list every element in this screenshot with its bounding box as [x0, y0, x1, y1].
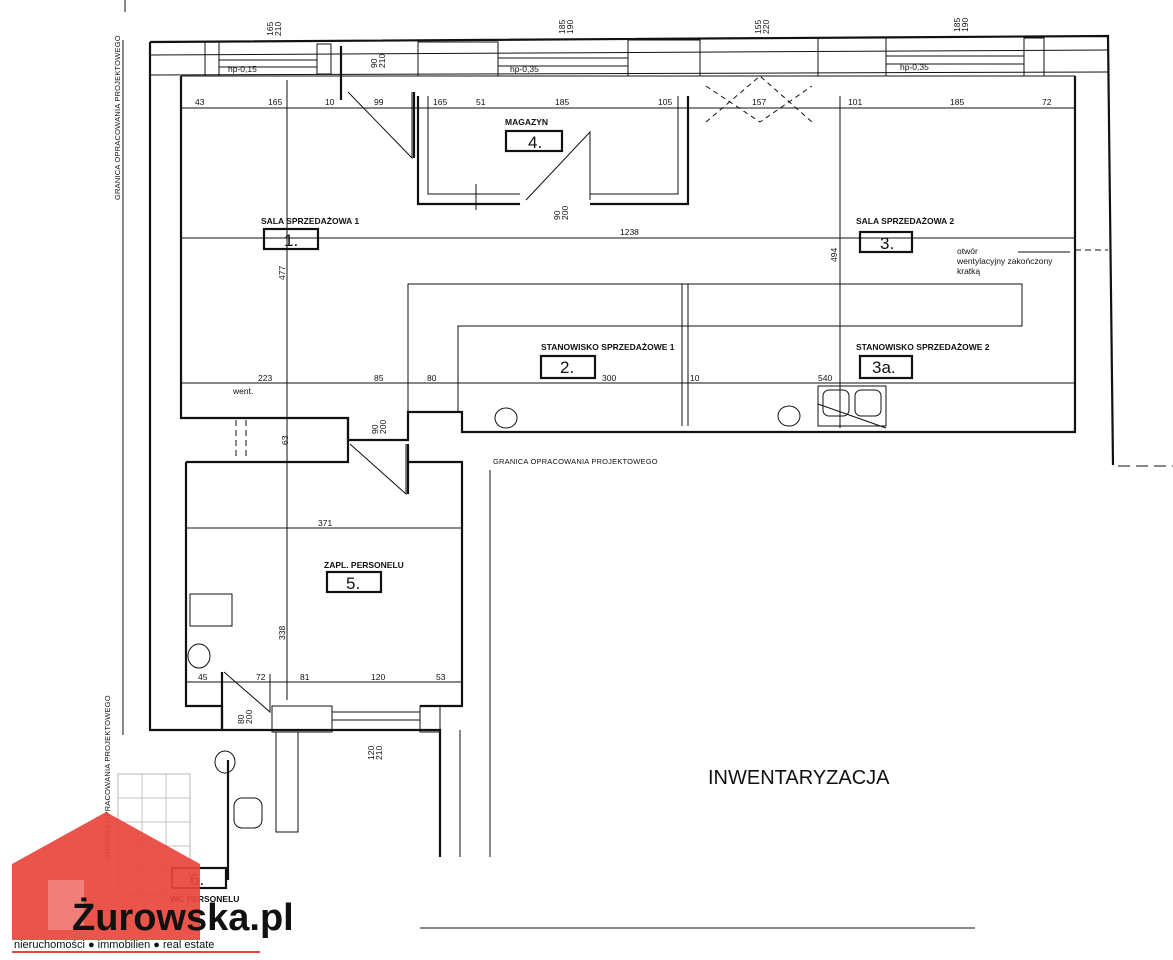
opening-3: 155220: [753, 20, 771, 34]
sill-2: hp-0,35: [900, 62, 929, 72]
opening-4-b: 190: [960, 18, 970, 32]
door-wc-a: 80: [236, 714, 246, 724]
logo-house-icon: [12, 812, 200, 940]
room-4-number: 4.: [528, 133, 542, 152]
dim-width-371: 371: [318, 518, 332, 528]
boundary-label-left: GRANICA OPRACOWANIA PROJEKTOWEGO: [113, 35, 122, 200]
dim-mid-2: 80: [427, 373, 437, 383]
dim-top-8: 157: [752, 97, 766, 107]
window-bottom-b: 210: [374, 746, 384, 760]
opening-3-a: 155: [753, 20, 763, 34]
dim-left-63: 63: [280, 435, 290, 445]
dim-top-0: 43: [195, 97, 205, 107]
room-5-number: 5.: [346, 574, 360, 593]
outer-walls: [122, 34, 1173, 857]
room-3-name: SALA SPRZEDAŻOWA 2: [856, 216, 954, 226]
dim-mid-3: 300: [602, 373, 616, 383]
room-2-name: STANOWISKO SPRZEDAŻOWE 1: [541, 342, 675, 352]
interior-walls: [179, 75, 1108, 442]
opening-0: 165210: [265, 22, 283, 36]
dimension-lines: [181, 80, 1075, 700]
door-magazyn-b: 200: [560, 206, 570, 220]
boundary-label-right: GRANICA OPRACOWANIA PROJEKTOWEGO: [493, 457, 658, 466]
door-magazyn-a: 90: [552, 210, 562, 220]
boundary-label-bottom: GRANICA OPRACOWANIA PROJEKTOWEGO: [103, 695, 112, 860]
dim-top-11: 72: [1042, 97, 1052, 107]
opening-0-a: 165: [265, 22, 275, 36]
door-staff-b: 200: [378, 420, 388, 434]
room-6-name: WC PERSONELU: [170, 894, 239, 904]
dim-mid-0: 223: [258, 373, 272, 383]
dim-mid-4: 10: [690, 373, 700, 383]
opening-2-b: 190: [565, 20, 575, 34]
drawing-title: INWENTARYZACJA: [708, 767, 890, 789]
room-2-number: 2.: [560, 358, 574, 377]
room-3a-number: 3a.: [872, 358, 896, 377]
dim-bottom-3: 120: [371, 672, 385, 682]
room-5-name: ZAPL. PERSONELU: [324, 560, 404, 570]
opening-1-a: 90: [369, 58, 379, 68]
opening-3-b: 220: [761, 20, 771, 34]
door-wc: 80200: [236, 710, 254, 724]
door-staff-a: 90: [370, 424, 380, 434]
went-label: went.: [232, 386, 253, 396]
dim-top-6: 185: [555, 97, 569, 107]
dim-top-5: 51: [476, 97, 486, 107]
sill-1: hp-0,35: [510, 64, 539, 74]
opening-2-a: 185: [557, 20, 567, 34]
dim-bottom-2: 81: [300, 672, 310, 682]
top-wall: [124, 0, 1109, 100]
brand-logo: Żurowska.pl nieruchomości ● immobilien ●…: [12, 773, 294, 953]
dim-bottom-1: 72: [256, 672, 266, 682]
opening-0-b: 210: [273, 22, 283, 36]
top-dimensions: 43 165 10 99 165 51 185 105 157 101 185 …: [195, 97, 1052, 107]
room-4-name: MAGAZYN: [505, 117, 548, 127]
dim-height-338: 338: [277, 626, 287, 640]
dim-top-7: 105: [658, 97, 672, 107]
vent-note-line-0: otwór: [957, 246, 978, 256]
window-bottom: 120210: [366, 746, 384, 760]
notes: otwór wentylacyjny zakończony kratką wen…: [103, 35, 1053, 860]
dim-top-1: 165: [268, 97, 282, 107]
door-magazyn: 90200: [552, 206, 570, 220]
door-staff: 90200: [370, 420, 388, 434]
inner-dimensions: 1238 477 494 223 85 80 300 10 540 90200 …: [198, 206, 839, 760]
vent-note-line-1: wentylacyjny zakończony: [956, 256, 1053, 266]
window-bottom-a: 120: [366, 746, 376, 760]
dim-height-right: 494: [829, 248, 839, 262]
dim-top-3: 99: [374, 97, 384, 107]
dim-height-left: 477: [277, 266, 287, 280]
dim-top-10: 185: [950, 97, 964, 107]
opening-1: 90210: [369, 54, 387, 68]
logo-brand: Żurowska.pl: [72, 897, 294, 939]
dim-bottom-0: 45: [198, 672, 208, 682]
room-1-name: SALA SPRZEDAŻOWA 1: [261, 216, 359, 226]
dim-mid-1: 85: [374, 373, 384, 383]
dim-length-main: 1238: [620, 227, 639, 237]
dim-bottom-4: 53: [436, 672, 446, 682]
dim-top-9: 101: [848, 97, 862, 107]
staff-area: [184, 418, 464, 880]
sill-0: hp-0,15: [228, 64, 257, 74]
room-3a-name: STANOWISKO SPRZEDAŻOWE 2: [856, 342, 990, 352]
room-1-number: 1.: [284, 231, 298, 250]
dim-top-2: 10: [325, 97, 335, 107]
logo-tagline: nieruchomości ● immobilien ● real estate: [14, 939, 214, 951]
door-wc-b: 200: [244, 710, 254, 724]
dim-top-4: 165: [433, 97, 447, 107]
opening-4-a: 185: [952, 18, 962, 32]
dim-mid-5: 540: [818, 373, 832, 383]
room-3-number: 3.: [880, 234, 894, 253]
opening-2: 185190: [557, 20, 575, 34]
opening-labels: 165210 90210 185190 155220 185190 hp-0,1…: [228, 18, 970, 74]
opening-1-b: 210: [377, 54, 387, 68]
vent-note-line-2: kratką: [957, 266, 980, 276]
opening-4: 185190: [952, 18, 970, 32]
